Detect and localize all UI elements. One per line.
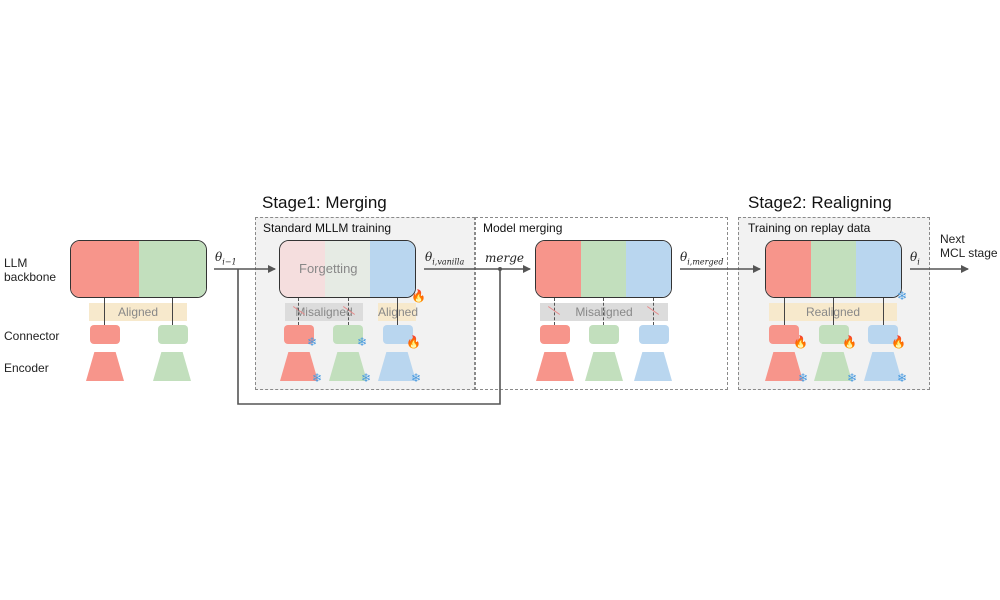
link-line [833,298,834,325]
connector-blue [639,325,669,344]
forgetting-label: Forgetting [299,261,358,276]
row-label-connector: Connector [4,329,60,343]
llm-segment-green [581,241,626,297]
row-label-encoder: Encoder [4,361,49,375]
next-label-line1: Next [940,232,965,246]
skip-connection-line [237,269,501,405]
snowflake-icon: ❄ [361,371,372,385]
broken-link-line [348,298,349,325]
connector-green [819,325,849,344]
standard-training-label: Standard MLLM training [263,221,392,235]
llm-segment-red-faded [280,241,325,297]
snowflake-icon: ❄ [897,289,908,303]
theta-final-label: θi [910,250,920,267]
link-line [397,298,398,325]
theta-merged-label: θi,merged [680,250,724,267]
llm-segment-blue [626,241,671,297]
fire-icon: 🔥 [406,335,421,349]
connector-green [158,325,188,344]
next-stage-label: Next MCL stage [940,232,998,260]
snowflake-icon: ❄ [897,371,908,385]
row-label-backbone: backbone [4,270,57,284]
fire-icon: 🔥 [842,335,857,349]
snowflake-icon: ❄ [411,371,422,385]
link-line [784,298,785,325]
theta-vanilla-label: θi,vanilla [425,250,465,267]
next-label-line2: MCL stage [940,246,998,260]
model-merging-panel [475,217,728,390]
row-label-llm: LLM [4,256,28,270]
snowflake-icon: ❄ [307,335,318,349]
initial-llm-backbone [70,240,207,298]
broken-link-line [298,298,299,325]
broken-link-line [653,298,654,325]
theta-prev-label: θi−1 [215,250,237,267]
misaligned-band: Misaligned [285,303,363,321]
llm-segment-green-faded [325,241,370,297]
llm-segment-green [138,241,206,297]
snowflake-icon: ❄ [847,371,858,385]
llm-segment-red [536,241,581,297]
llm-segment-blue [856,241,901,297]
llm-segment-red [71,241,139,297]
realigned-llm-backbone [765,240,902,298]
fire-icon: 🔥 [411,289,426,303]
standard-llm-backbone [279,240,416,298]
connector-red [284,325,314,344]
stage2-title: Stage2: Realigning [748,193,892,212]
stage1-title: Stage1: Merging [262,193,387,212]
fire-icon: 🔥 [793,335,808,349]
link-line [104,298,105,325]
connector-red [90,325,120,344]
snowflake-icon: ❄ [357,335,368,349]
connector-green [589,325,619,344]
connector-blue [868,325,898,344]
misaligned-band: Misaligned [540,303,668,321]
llm-segment-blue [370,241,415,297]
snowflake-icon: ❄ [312,371,323,385]
connector-blue [383,325,413,344]
connector-red [769,325,799,344]
broken-link-line [603,298,604,325]
fire-icon: 🔥 [891,335,906,349]
connector-red [540,325,570,344]
merge-label: merge [485,251,524,265]
llm-segment-green [811,241,856,297]
link-line [883,298,884,325]
row-label-llm-backbone: LLM backbone [4,256,56,284]
link-line [172,298,173,325]
merged-llm-backbone [535,240,672,298]
replay-training-label: Training on replay data [748,221,871,235]
llm-segment-red [766,241,811,297]
connector-green [333,325,363,344]
aligned-band: Aligned [89,303,187,321]
broken-link-line [554,298,555,325]
model-merging-label: Model merging [483,221,563,235]
snowflake-icon: ❄ [798,371,809,385]
